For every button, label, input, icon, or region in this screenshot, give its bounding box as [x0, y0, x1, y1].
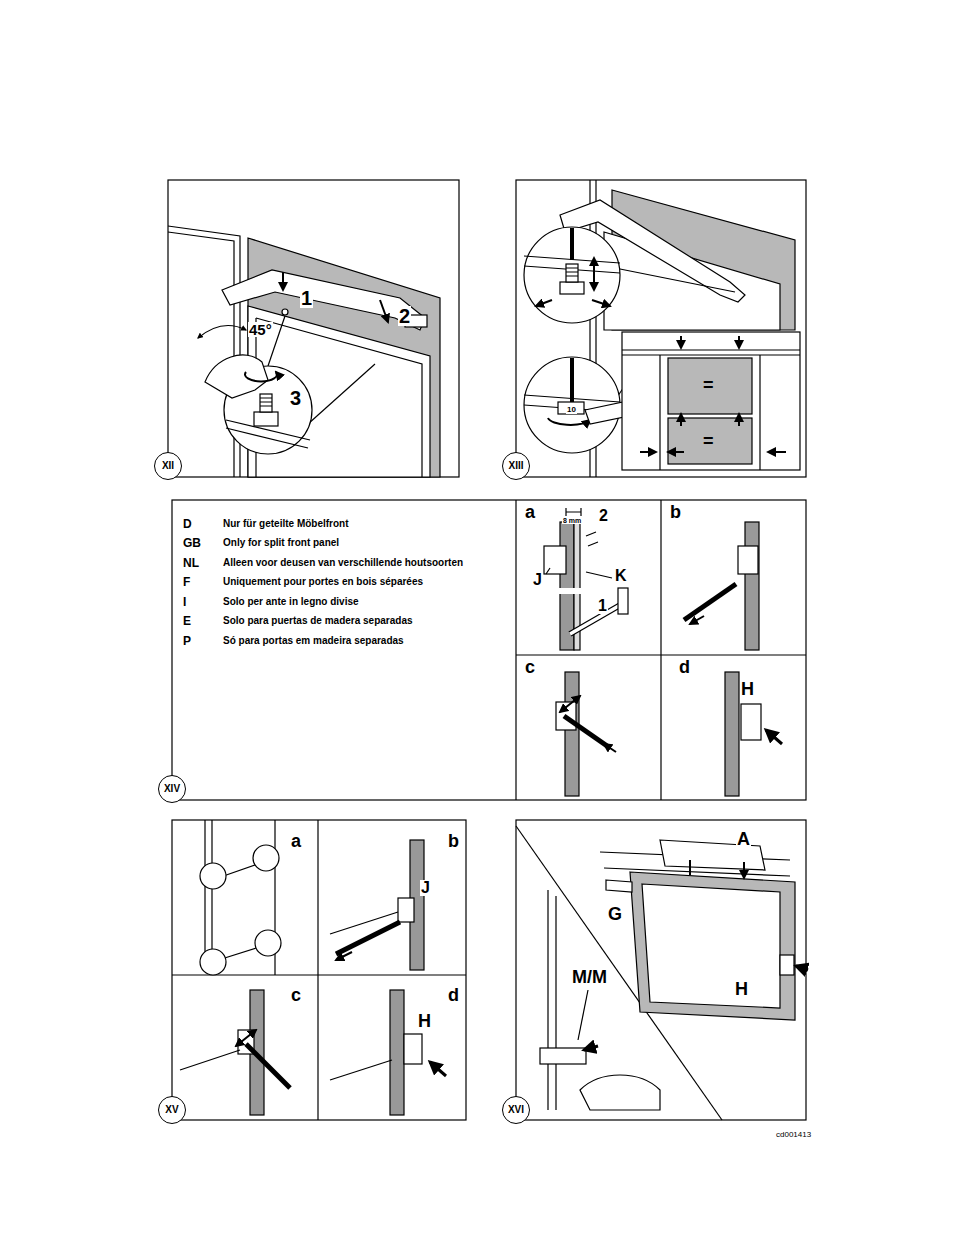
step-letter: d: [678, 658, 691, 676]
panel-number-circle: XIII: [502, 452, 530, 480]
language-note: Solo per ante in legno divise: [222, 597, 360, 607]
language-note: Solo para puertas de madera separadas: [222, 616, 414, 626]
language-code: GB: [182, 537, 202, 549]
language-note: Only for split front panel: [222, 538, 340, 548]
part-letter: H: [734, 980, 749, 998]
panel-number-circle: XIV: [158, 775, 186, 803]
panel-number: XVI: [508, 1105, 524, 1115]
part-letter: K: [614, 568, 628, 584]
panel-number: XII: [162, 461, 174, 471]
language-code: D: [182, 518, 193, 530]
language-note: Só para portas em madeira separadas: [222, 636, 405, 646]
step-letter: a: [524, 503, 536, 521]
panel-number-circle: XVI: [502, 1096, 530, 1124]
step-letter: d: [447, 986, 460, 1004]
step-letter: a: [290, 832, 302, 850]
panel-number-circle: XV: [158, 1096, 186, 1124]
panel-number: XV: [165, 1105, 178, 1115]
part-letter: J: [420, 880, 431, 896]
panel-number: XIII: [508, 461, 523, 471]
callout-number: 3: [289, 388, 302, 408]
part-letter: J: [532, 572, 543, 588]
callout-number: 1: [300, 288, 313, 308]
step-letter: c: [290, 986, 302, 1004]
drawing-code: cd001413: [775, 1131, 812, 1139]
step-letter: c: [524, 658, 536, 676]
callout-number: 2: [398, 306, 411, 326]
language-note: Alleen voor deusen van verschillende hou…: [222, 558, 464, 568]
callout-number: 2: [598, 508, 609, 524]
part-letter: G: [607, 905, 623, 923]
step-letter: b: [447, 832, 460, 850]
equal-sign: =: [702, 376, 715, 394]
callout-number: 1: [597, 598, 608, 614]
part-letter: M/M: [571, 968, 608, 986]
part-letter: H: [417, 1012, 432, 1030]
angle-label: 45°: [248, 322, 273, 337]
language-note: Uniquement pour portes en bois séparées: [222, 577, 424, 587]
language-code: P: [182, 635, 192, 647]
language-code: F: [182, 576, 191, 588]
language-code: I: [182, 596, 187, 608]
panel-number: XIV: [164, 784, 180, 794]
language-code: NL: [182, 557, 200, 569]
language-note: Nur für geteilte Möbelfront: [222, 519, 350, 529]
part-letter: A: [736, 830, 751, 848]
wrench-size: 10: [566, 406, 577, 414]
equal-sign: =: [702, 432, 715, 450]
dimension-label: 8 mm: [562, 517, 582, 524]
step-letter: b: [669, 503, 682, 521]
panel-number-circle: XII: [154, 452, 182, 480]
part-letter: H: [740, 680, 755, 698]
language-code: E: [182, 615, 192, 627]
